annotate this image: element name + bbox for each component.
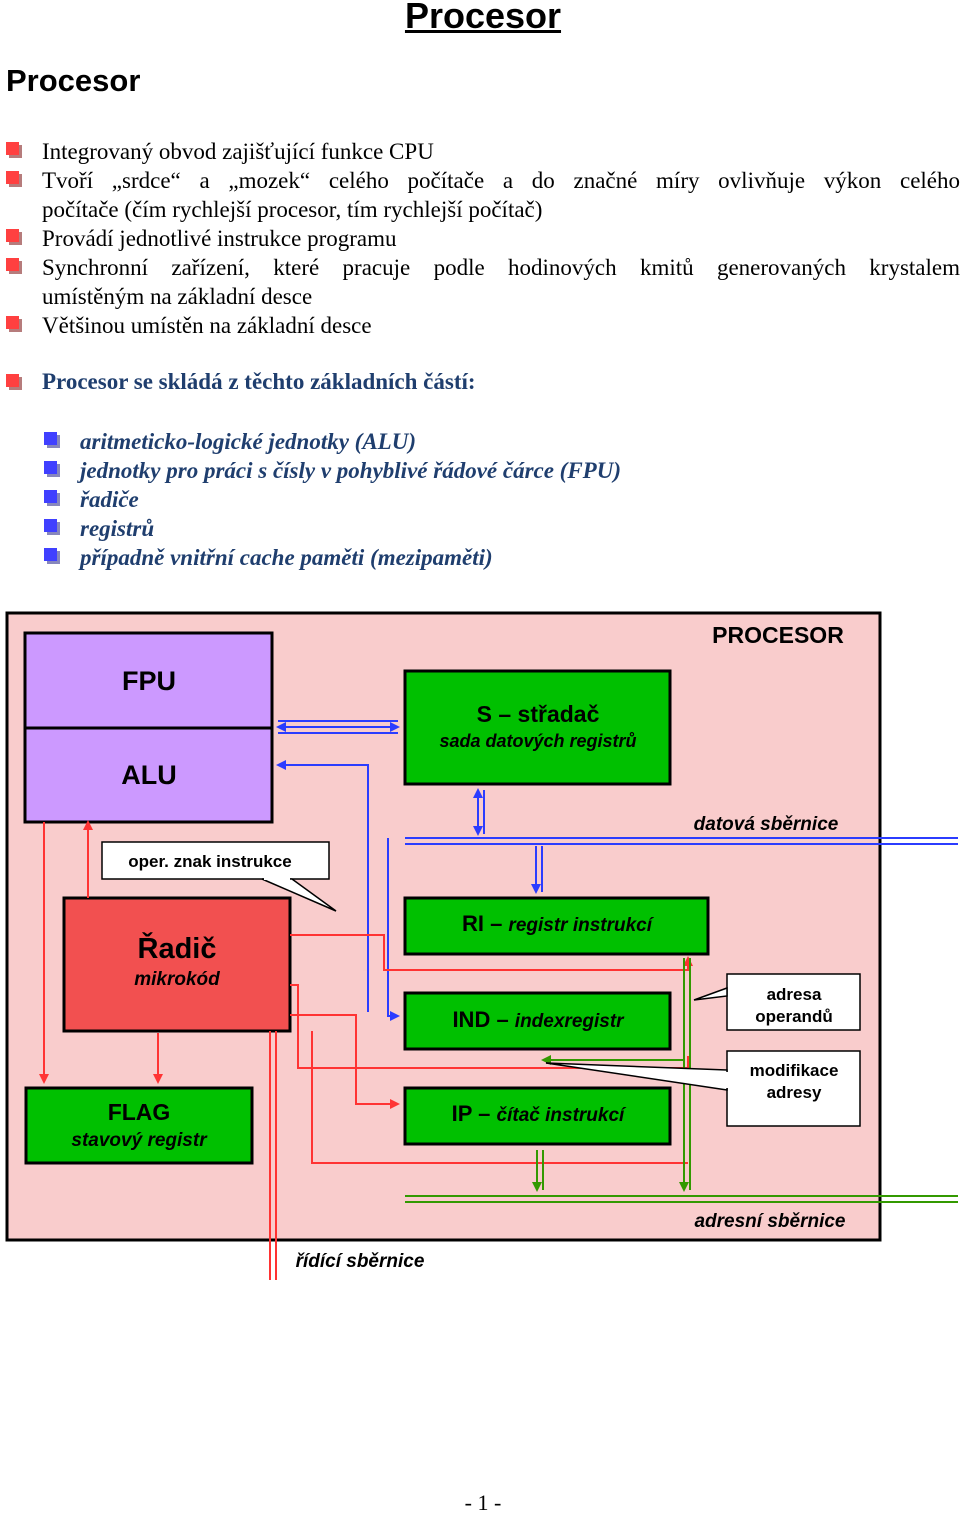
- bullet-icon: [6, 374, 22, 390]
- adresa-callout: [726, 973, 861, 1031]
- radic-subtitle: mikrokód: [134, 969, 220, 990]
- adresa-line1: adresa: [767, 985, 822, 1004]
- bullet-icon: [44, 490, 60, 506]
- processor-diagram: PROCESOR FPU ALU S – střadač sada datový…: [5, 611, 958, 1280]
- ip-box: [403, 1086, 672, 1146]
- list-item: umístěným na základní desce: [42, 284, 313, 309]
- ri-box: [403, 896, 710, 956]
- svg-text:RI – registr instrukcí: RI – registr instrukcí: [462, 911, 655, 936]
- radic-box: [62, 896, 292, 1033]
- part-item: jednotky pro práci s čísly v pohyblivé ř…: [80, 458, 622, 483]
- alu-label: ALU: [121, 760, 177, 790]
- bullet-icon: [6, 171, 22, 187]
- ri-name: registr instrukcí: [508, 915, 654, 936]
- stradac-subtitle: sada datových registrů: [439, 731, 636, 751]
- bullet-icon: [44, 548, 60, 564]
- page-number: - 1 -: [464, 1490, 502, 1515]
- bullet-icon: [6, 229, 22, 245]
- bullet-icon: [6, 142, 22, 158]
- bullet-icon: [44, 432, 60, 448]
- page-title: Procesor: [404, 0, 562, 36]
- list-item: Většinou umístěn na základní desce: [42, 313, 372, 338]
- part-item: aritmeticko-logické jednotky (ALU): [80, 429, 416, 454]
- alu-box: [23, 726, 274, 824]
- flag-box: [24, 1086, 254, 1165]
- part-item: případně vnitřní cache paměti (mezipamět…: [80, 545, 493, 570]
- procesor-label: PROCESOR: [712, 622, 844, 648]
- stradac-title: S – střadač: [477, 701, 600, 727]
- control-bus-label: řídící sběrnice: [296, 1251, 425, 1272]
- modifikace-line2: adresy: [767, 1083, 822, 1102]
- flag-subtitle: stavový registr: [71, 1130, 208, 1151]
- bullet-icon: [44, 519, 60, 535]
- svg-text:IND – indexregistr: IND – indexregistr: [452, 1007, 625, 1032]
- bullet-icon: [44, 461, 60, 477]
- flag-title: FLAG: [108, 1099, 171, 1125]
- fpu-box: [23, 631, 274, 730]
- ind-box: [403, 991, 672, 1051]
- ind-name: indexregistr: [515, 1011, 625, 1032]
- ind-abbr: IND: [452, 1007, 490, 1032]
- stradac-box: [403, 669, 672, 786]
- part-item: řadiče: [80, 487, 139, 512]
- list-item: počítače (čím rychlejší procesor, tím ry…: [42, 197, 543, 222]
- list-item: Integrovaný obvod zajišťující funkce CPU: [42, 139, 434, 164]
- svg-text:IP – čítač instrukcí: IP – čítač instrukcí: [452, 1101, 627, 1126]
- bullet-icon: [6, 316, 22, 332]
- ip-name: čítač instrukcí: [497, 1105, 627, 1126]
- ri-abbr: RI: [462, 911, 484, 936]
- modifikace-line1: modifikace: [750, 1061, 839, 1080]
- section-heading: Procesor: [6, 63, 141, 98]
- radic-title: Řadič: [138, 931, 217, 965]
- list-item: Synchronní zařízení, které pracuje podle…: [42, 255, 960, 280]
- address-bus-label: adresní sběrnice: [694, 1211, 845, 1232]
- data-bus-label: datová sběrnice: [694, 814, 839, 835]
- adresa-line2: operandů: [755, 1007, 832, 1026]
- ip-abbr: IP: [452, 1101, 472, 1126]
- parts-lead: Procesor se skládá z těchto základních č…: [42, 369, 476, 394]
- oper-znak-callout: [101, 841, 330, 880]
- list-item: Tvoří „srdce“ a „mozek“ celého počítače …: [42, 168, 960, 193]
- fpu-label: FPU: [122, 666, 176, 696]
- oper-znak-label: oper. znak instrukce: [128, 852, 291, 871]
- part-item: registrů: [80, 516, 155, 541]
- bullet-icon: [6, 258, 22, 274]
- list-item: Provádí jednotlivé instrukce programu: [42, 226, 397, 251]
